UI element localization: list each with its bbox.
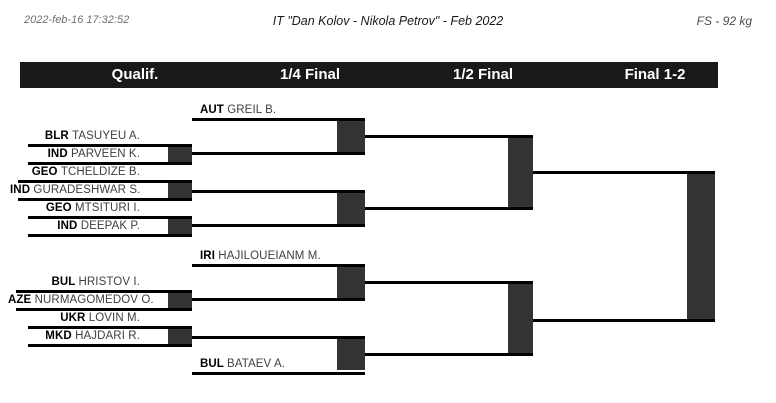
bracket-line bbox=[18, 198, 192, 201]
athlete-name: MTSITURI I. bbox=[75, 202, 140, 214]
country-code: GEO bbox=[45, 202, 75, 214]
athlete-name: DEEPAK P. bbox=[80, 220, 140, 232]
athlete-name: GREIL B. bbox=[227, 104, 277, 116]
score-block-q1 bbox=[168, 147, 192, 162]
athlete-name: TASUYEU A. bbox=[72, 130, 140, 142]
bracket-line bbox=[192, 224, 365, 227]
round-label-semifinal: 1/2 Final bbox=[452, 66, 514, 83]
score-block-q3 bbox=[168, 219, 192, 234]
score-block-sf2 bbox=[508, 284, 533, 353]
bracket-entry-qf2-a: IRI HAJILOUEIANM M. bbox=[200, 250, 321, 263]
country-code: BUL bbox=[200, 358, 228, 370]
score-block-qf2 bbox=[337, 193, 365, 224]
bracket-line bbox=[365, 281, 533, 284]
country-code: AZE bbox=[8, 294, 35, 306]
bracket-entry-q3-b: IND DEEPAK P. bbox=[20, 220, 140, 233]
bracket-line bbox=[365, 135, 533, 138]
bracket-entry-q1-a: BLR TASUYEU A. bbox=[20, 130, 140, 143]
score-block-final bbox=[687, 174, 715, 319]
athlete-name: BATAEV A. bbox=[227, 358, 286, 370]
athlete-name: HAJILOUEIANM M. bbox=[218, 250, 321, 262]
country-code: IRI bbox=[200, 250, 219, 262]
score-block-qf1 bbox=[337, 121, 365, 152]
bracket-line bbox=[28, 216, 192, 219]
athlete-name: NURMAGOMEDOV O. bbox=[34, 294, 154, 306]
page-meta: 2022-feb-16 17:32:52 IT "Dan Kolov - Nik… bbox=[0, 14, 776, 32]
score-block-q5 bbox=[168, 329, 192, 344]
bracket-line bbox=[192, 118, 365, 121]
weight-category: FS - 92 kg bbox=[696, 14, 752, 28]
score-block-qf4 bbox=[337, 339, 365, 370]
bracket-line bbox=[192, 336, 365, 339]
bracket-line bbox=[28, 162, 192, 165]
athlete-name: GURADESHWAR S. bbox=[33, 184, 141, 196]
bracket-line bbox=[28, 326, 192, 329]
bracket-line bbox=[28, 144, 192, 147]
country-code: IND bbox=[47, 148, 72, 160]
athlete-name: HAJDARI R. bbox=[75, 330, 140, 342]
score-block-sf1 bbox=[508, 138, 533, 207]
country-code: BLR bbox=[44, 130, 73, 142]
event-title: IT "Dan Kolov - Nikola Petrov" - Feb 202… bbox=[272, 14, 504, 28]
bracket-line bbox=[533, 171, 715, 174]
round-label-quarter: 1/4 Final bbox=[279, 66, 341, 83]
bracket-entry-qf3-b: BUL BATAEV A. bbox=[200, 358, 285, 371]
country-code: MKD bbox=[45, 330, 76, 342]
bracket-line bbox=[16, 308, 192, 311]
country-code: AUT bbox=[200, 104, 228, 116]
bracket-entry-q3-a: GEO MTSITURI I. bbox=[20, 202, 140, 215]
bracket-line bbox=[192, 264, 365, 267]
bracket-entry-q5-a: UKR LOVIN M. bbox=[20, 312, 140, 325]
country-code: GEO bbox=[31, 166, 61, 178]
bracket-line bbox=[16, 290, 192, 293]
bracket-line bbox=[192, 152, 365, 155]
score-block-qf3 bbox=[337, 267, 365, 298]
bracket-entry-q4-b: AZE NURMAGOMEDOV O. bbox=[8, 294, 154, 307]
bracket-entry-q5-b: MKD HAJDARI R. bbox=[20, 330, 140, 343]
score-block-q4 bbox=[168, 293, 192, 308]
bracket-entry-q2-b: IND GURADESHWAR S. bbox=[10, 184, 140, 197]
bracket-line bbox=[28, 344, 192, 347]
athlete-name: HRISTOV I. bbox=[78, 276, 140, 288]
bracket-line bbox=[365, 207, 533, 210]
bracket-line bbox=[28, 234, 192, 237]
bracket-line bbox=[192, 190, 365, 193]
round-label-qualif: Qualif. bbox=[111, 66, 159, 83]
bracket-entry-q2-a: GEO TCHELDIZE B. bbox=[10, 166, 140, 179]
bracket-line bbox=[192, 372, 365, 375]
country-code: UKR bbox=[60, 312, 89, 324]
athlete-name: TCHELDIZE B. bbox=[60, 166, 140, 178]
round-label-final: Final 1-2 bbox=[624, 66, 686, 83]
bracket-line bbox=[533, 319, 715, 322]
bracket-line bbox=[365, 353, 533, 356]
timestamp-label: 2022-feb-16 17:32:52 bbox=[24, 14, 130, 26]
country-code: IND bbox=[10, 184, 34, 196]
athlete-name: PARVEEN K. bbox=[71, 148, 140, 160]
athlete-name: LOVIN M. bbox=[88, 312, 140, 324]
country-code: IND bbox=[57, 220, 81, 232]
bracket-line bbox=[192, 298, 365, 301]
bracket-entry-q4-a: BUL HRISTOV I. bbox=[8, 276, 140, 289]
bracket-line bbox=[18, 180, 192, 183]
bracket-entry-qf1-a: AUT GREIL B. bbox=[200, 104, 276, 117]
country-code: BUL bbox=[51, 276, 79, 288]
round-header-bar: Qualif. 1/4 Final 1/2 Final Final 1-2 bbox=[20, 62, 718, 88]
score-block-q2 bbox=[168, 183, 192, 198]
bracket-entry-q1-b: IND PARVEEN K. bbox=[20, 148, 140, 161]
